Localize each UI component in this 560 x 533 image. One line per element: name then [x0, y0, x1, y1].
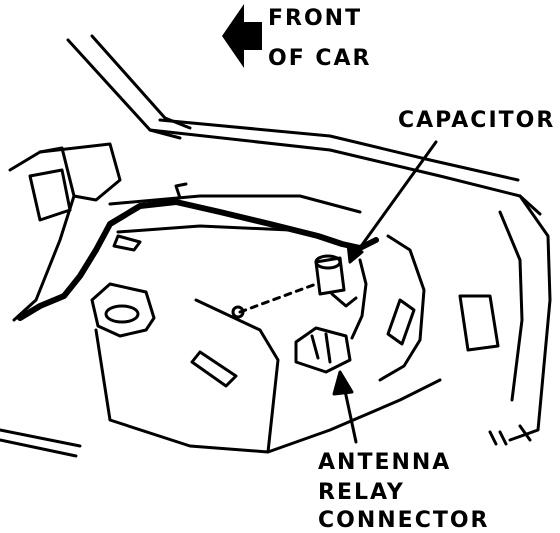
- antenna-cable-outer: [378, 234, 426, 382]
- capacitor-leader: [352, 140, 438, 258]
- strut-tower: [90, 282, 156, 338]
- front-direction-arrow: [222, 4, 262, 68]
- relay-connector: [294, 326, 352, 374]
- headlight-recess: [458, 294, 500, 352]
- connector-leader: [342, 384, 358, 444]
- windshield-frame: [66, 34, 192, 140]
- antenna-relay-connector-label-line2: RELAY: [318, 480, 405, 505]
- front-of-car-label-line1: FRONT: [268, 6, 363, 31]
- front-of-car-label-line2: OF CAR: [268, 46, 372, 71]
- cowl-top-edge: [148, 128, 542, 216]
- firewall-panel: [38, 142, 122, 202]
- capacitor-cap: [314, 254, 342, 270]
- connector-leader-head: [332, 370, 354, 396]
- capacitor-bracket: [330, 292, 358, 308]
- fender-outline: [508, 194, 552, 442]
- support-bracket: [112, 234, 142, 252]
- strut-hole: [104, 304, 140, 324]
- inner-fender-edge: [266, 378, 442, 454]
- lower-bracket: [0, 428, 82, 458]
- cowl-top-edge-inner: [158, 118, 520, 182]
- cross-support: [108, 194, 362, 214]
- antenna-cable: [350, 258, 368, 340]
- cross-support-lower: [116, 224, 292, 234]
- wiring-harness: [17, 199, 379, 321]
- fender-inner: [498, 210, 524, 402]
- capacitor-leader-head: [346, 242, 364, 264]
- inner-fender-slot: [190, 350, 238, 388]
- capacitor-label: CAPACITOR: [398, 108, 556, 133]
- capacitor-mount-line: [238, 282, 318, 314]
- firewall-box: [28, 168, 72, 222]
- antenna-relay-connector-label-line1: ANTENNA: [318, 450, 452, 475]
- antenna-mast-base: [386, 298, 416, 346]
- front-corner-lines: [488, 424, 532, 446]
- harness-branch: [174, 182, 188, 200]
- mount-screw: [231, 305, 245, 319]
- antenna-relay-connector-label-line3: CONNECTOR: [318, 508, 490, 533]
- relay-connector-detail: [310, 332, 332, 364]
